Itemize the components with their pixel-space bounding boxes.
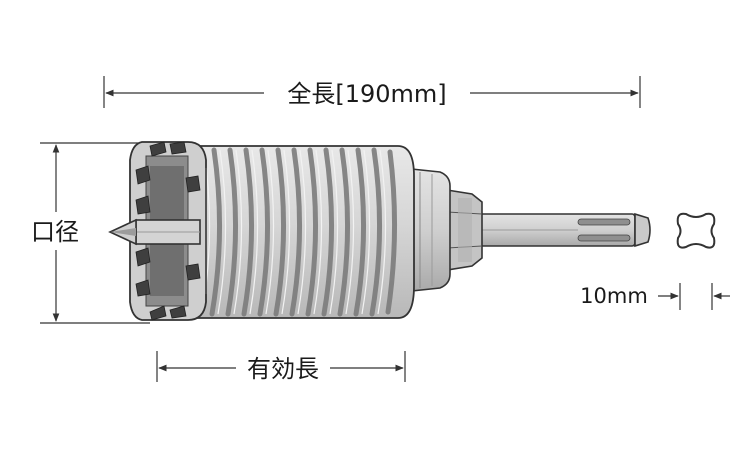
diameter-label: 口径 — [31, 218, 79, 246]
pilot-drill — [108, 218, 201, 246]
effective-length-label: 有効長 — [247, 355, 319, 383]
shank-size-label: 10mm — [580, 284, 648, 308]
overall-length-label: 全長[190mm] — [287, 80, 446, 108]
effective-length-dimension: 有効長 — [156, 351, 406, 383]
shank-size-dimension: 10mm — [580, 283, 730, 310]
sds-shank — [479, 212, 651, 248]
hex-nut — [446, 189, 483, 271]
diameter-dimension: 口径 — [31, 142, 150, 324]
core-drill-bit-icon — [108, 141, 651, 321]
overall-length-dimension: 全長[190mm] — [103, 76, 641, 108]
core-body — [181, 145, 415, 319]
sds-shank-cross-section-icon — [676, 212, 716, 249]
